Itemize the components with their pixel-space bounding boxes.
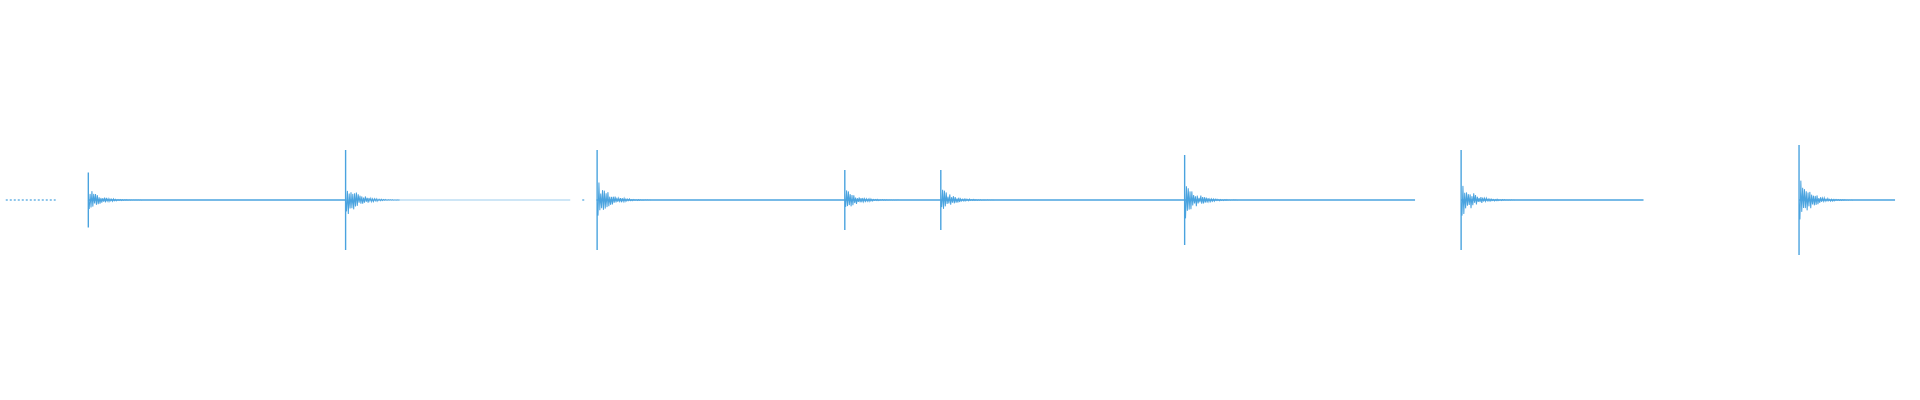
waveform-transient	[1460, 150, 1516, 250]
waveform-trace	[5, 145, 1896, 255]
waveform-noise-dot	[582, 199, 585, 201]
waveform-transient	[844, 170, 899, 230]
waveform-transient	[940, 170, 995, 230]
waveform-transient	[1183, 155, 1239, 245]
waveform-transient	[87, 172, 143, 228]
waveform-transient	[1798, 145, 1854, 255]
waveform-transient	[596, 150, 652, 250]
waveform-transient	[344, 150, 400, 250]
